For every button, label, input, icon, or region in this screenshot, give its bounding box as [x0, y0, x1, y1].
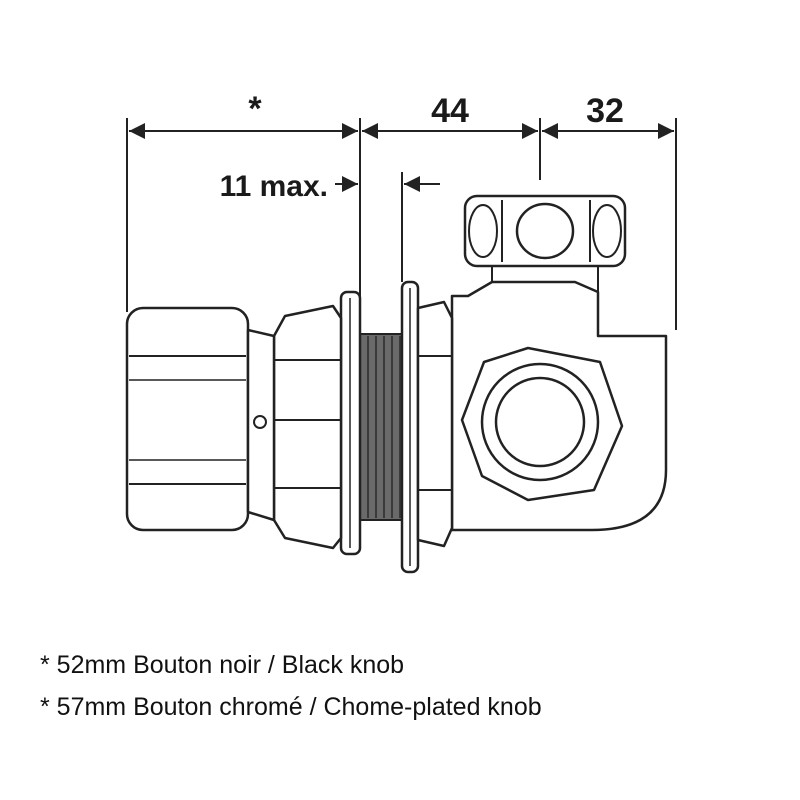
dimension-lines: [126, 118, 677, 330]
valve-diagram: * 44 32 11 max.: [125, 90, 677, 574]
valve-drawing: [125, 194, 668, 574]
outlet-lobe-right: [592, 204, 622, 258]
knob-indicator-dot: [253, 415, 267, 429]
side-port-bore: [494, 376, 586, 468]
outlet-neck: [491, 266, 599, 292]
dim-knob-label: *: [248, 90, 262, 128]
outlet-lobe-left: [468, 204, 498, 258]
dim-wall-label: 11 max.: [220, 170, 328, 203]
outlet-opening: [515, 202, 575, 260]
hex-nut-body-side: [416, 300, 454, 548]
dim-body-label: 44: [431, 92, 469, 130]
knob: [125, 306, 250, 532]
note-black-knob: * 52mm Bouton noir / Black knob: [40, 651, 405, 679]
note-chrome-knob: * 57mm Bouton chromé / Chome-plated knob: [40, 693, 542, 721]
notes: * 52mm Bouton noir / Black knob * 57mm B…: [40, 644, 780, 728]
hex-nut-front: [272, 304, 343, 550]
dim-outlet-label: 32: [586, 92, 624, 130]
threaded-stem: [359, 333, 405, 521]
thread-lines: [367, 336, 401, 518]
